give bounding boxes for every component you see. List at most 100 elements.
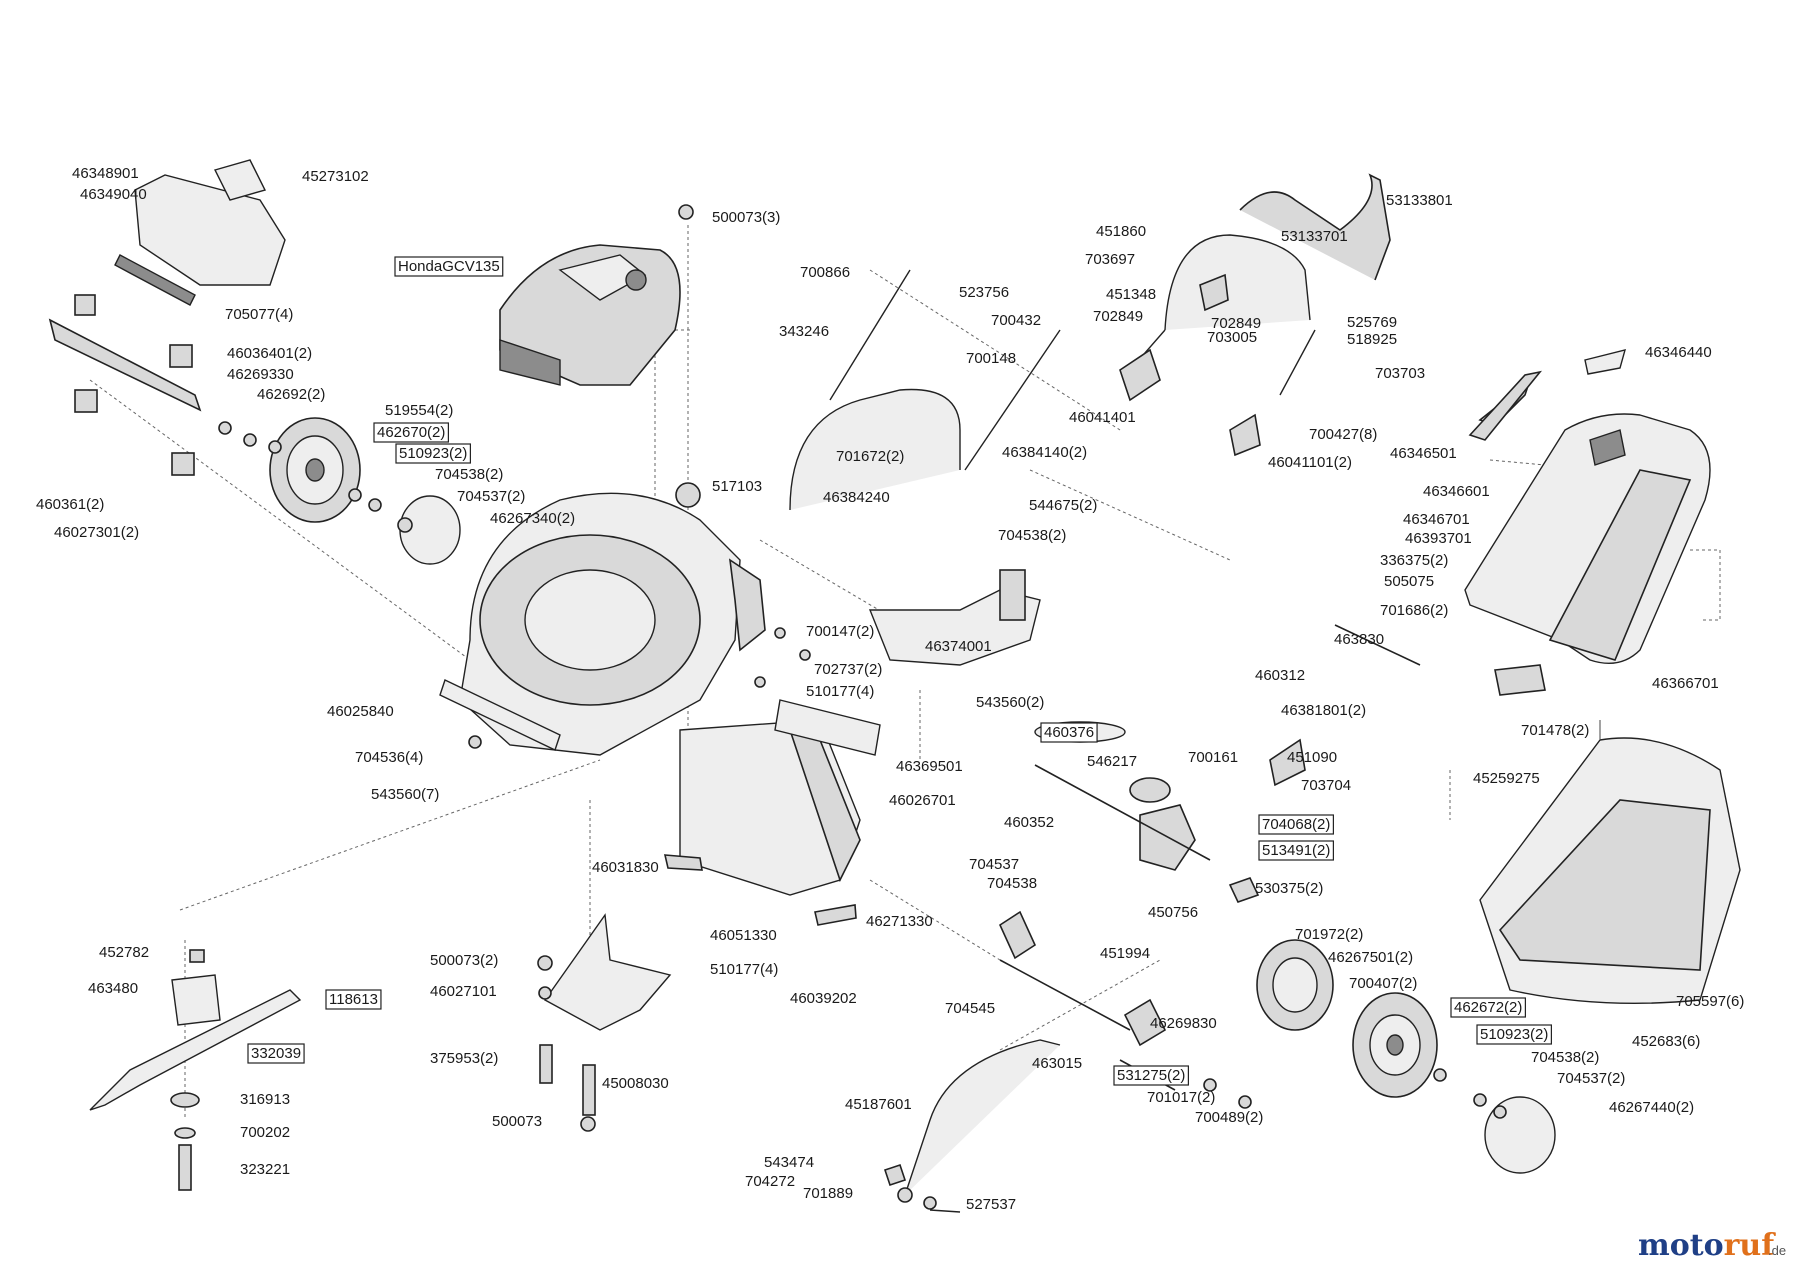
mower-deck bbox=[439, 482, 766, 756]
gearbox-group bbox=[998, 624, 1421, 1109]
part-label: 702849 bbox=[1093, 308, 1143, 325]
discharge-housing bbox=[663, 627, 881, 926]
part-label: 45273102 bbox=[302, 168, 369, 185]
part-label: 451860 bbox=[1096, 223, 1146, 240]
part-label: 704538(2) bbox=[1531, 1049, 1599, 1066]
part-label: 46346440 bbox=[1645, 344, 1712, 361]
part-label: 450756 bbox=[1148, 904, 1198, 921]
part-label: 704537 bbox=[969, 856, 1019, 873]
part-label: 46384240 bbox=[823, 489, 890, 506]
part-label: 46267340(2) bbox=[490, 510, 575, 527]
part-label: 546217 bbox=[1087, 753, 1137, 770]
part-label: 701686(2) bbox=[1380, 602, 1448, 619]
part-label: 46346701 bbox=[1403, 511, 1470, 528]
mulch-plug bbox=[868, 569, 1041, 666]
part-label: 332039 bbox=[251, 1045, 301, 1062]
part-label: 46381801(2) bbox=[1281, 702, 1366, 719]
part-label: 118613 bbox=[329, 991, 378, 1008]
part-label-box bbox=[1113, 1065, 1189, 1086]
part-label: 46374001 bbox=[925, 638, 992, 655]
part-label: HondaGCV135 bbox=[398, 258, 500, 275]
part-label: 505075 bbox=[1384, 573, 1434, 590]
part-label: 500073 bbox=[492, 1113, 542, 1130]
part-label: 510923(2) bbox=[399, 445, 467, 462]
logo-part-a: moto bbox=[1638, 1228, 1724, 1263]
part-label: 700407(2) bbox=[1349, 975, 1417, 992]
part-label: 463480 bbox=[88, 980, 138, 997]
part-label-box bbox=[1476, 1024, 1552, 1045]
logo-suffix: .de bbox=[1768, 1243, 1786, 1258]
part-label: 452683(6) bbox=[1632, 1033, 1700, 1050]
part-label: 46269830 bbox=[1150, 1015, 1217, 1032]
part-label: 46041101(2) bbox=[1268, 454, 1352, 471]
part-label: 46346501 bbox=[1390, 445, 1457, 462]
part-label: 704537(2) bbox=[457, 488, 525, 505]
logo-text: motoruf bbox=[1638, 1228, 1776, 1263]
part-label: 323221 bbox=[240, 1161, 290, 1178]
part-label: 46369501 bbox=[896, 758, 963, 775]
part-label: 46051330 bbox=[710, 927, 777, 944]
part-label: 463830 bbox=[1334, 631, 1384, 648]
part-label: 704537(2) bbox=[1557, 1070, 1625, 1087]
part-label: 701972(2) bbox=[1295, 926, 1363, 943]
part-label: 46039202 bbox=[790, 990, 857, 1007]
part-label: 513491(2) bbox=[1262, 842, 1330, 859]
part-label: 519554(2) bbox=[385, 402, 453, 419]
part-label: 700161 bbox=[1188, 749, 1238, 766]
part-label: 704538(2) bbox=[998, 527, 1066, 544]
part-label-box bbox=[373, 422, 449, 443]
part-label: 375953(2) bbox=[430, 1050, 498, 1067]
part-label: 543560(2) bbox=[976, 694, 1044, 711]
part-label-box bbox=[325, 989, 382, 1010]
part-label: 46027101 bbox=[430, 983, 497, 1000]
part-label: 701672(2) bbox=[836, 448, 904, 465]
part-label: 702737(2) bbox=[814, 661, 882, 678]
part-label: 46366701 bbox=[1652, 675, 1719, 692]
part-label: 527537 bbox=[966, 1196, 1016, 1213]
part-label: 703005 bbox=[1207, 329, 1257, 346]
part-label: 704068(2) bbox=[1262, 816, 1330, 833]
right-wheel-group bbox=[1256, 939, 1556, 1174]
part-label: 46027301(2) bbox=[54, 524, 139, 541]
part-label: 704536(4) bbox=[355, 749, 423, 766]
part-label: 544675(2) bbox=[1029, 497, 1097, 514]
part-label: 46031830 bbox=[592, 859, 659, 876]
part-label: 452782 bbox=[99, 944, 149, 961]
part-label-box bbox=[1258, 840, 1334, 861]
part-label: 705597(6) bbox=[1676, 993, 1744, 1010]
site-logo: motoruf .de bbox=[1638, 1228, 1786, 1263]
lower-handle bbox=[883, 1039, 1061, 1213]
part-label: 46271330 bbox=[866, 913, 933, 930]
part-label: 703697 bbox=[1085, 251, 1135, 268]
part-label: 460312 bbox=[1255, 667, 1305, 684]
part-label: 46025840 bbox=[327, 703, 394, 720]
part-label: 343246 bbox=[779, 323, 829, 340]
grass-catcher-frame bbox=[1464, 349, 1711, 696]
part-label: 462672(2) bbox=[1454, 999, 1522, 1016]
part-label: 46393701 bbox=[1405, 530, 1472, 547]
part-label: 543560(7) bbox=[371, 786, 439, 803]
part-label: 525769 bbox=[1347, 314, 1397, 331]
part-label: 46026701 bbox=[889, 792, 956, 809]
part-label: 463015 bbox=[1032, 1055, 1082, 1072]
part-label: 700202 bbox=[240, 1124, 290, 1141]
part-label: 530375(2) bbox=[1255, 880, 1323, 897]
part-label: 510177(4) bbox=[806, 683, 874, 700]
mulch-deflector bbox=[537, 913, 672, 1132]
part-label: 46349040 bbox=[80, 186, 147, 203]
part-label: 46346601 bbox=[1423, 483, 1490, 500]
part-label-box bbox=[395, 443, 471, 464]
part-label: 316913 bbox=[240, 1091, 290, 1108]
part-label-box bbox=[394, 256, 504, 277]
engine-group bbox=[499, 204, 694, 386]
part-label: 700148 bbox=[966, 350, 1016, 367]
part-label: 460376 bbox=[1044, 724, 1094, 741]
part-label: 45187601 bbox=[845, 1096, 912, 1113]
part-label: 704538(2) bbox=[435, 466, 503, 483]
part-label: 46348901 bbox=[72, 165, 139, 182]
grass-catcher-bag bbox=[1479, 720, 1741, 1005]
part-label: 517103 bbox=[712, 478, 762, 495]
part-label: 46384140(2) bbox=[1002, 444, 1087, 461]
